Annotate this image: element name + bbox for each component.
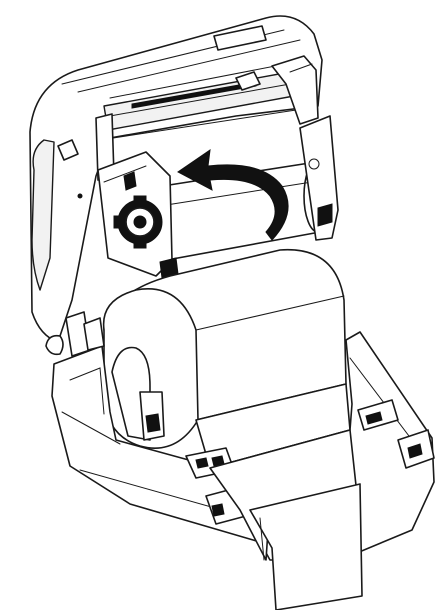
gear-icon: [113, 195, 163, 249]
media-strip: [209, 429, 363, 610]
curved-arrow-icon: [177, 148, 289, 241]
printhead-assembly: [95, 55, 319, 181]
